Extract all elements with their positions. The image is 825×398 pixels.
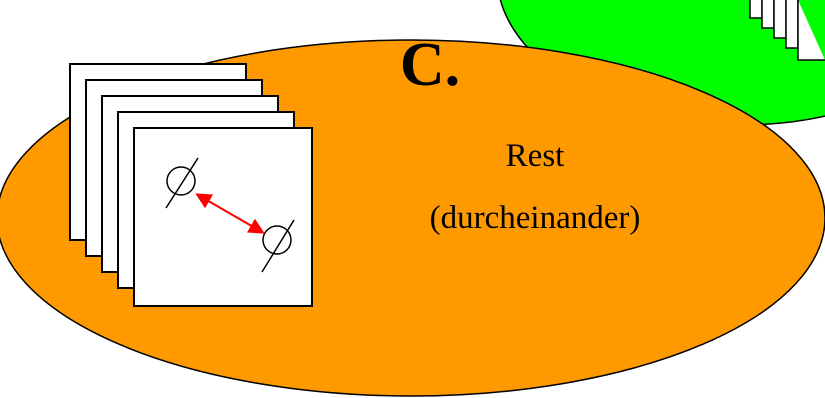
crossed-circle-icon [261,219,295,273]
section-letter: C. [400,31,460,99]
card-stack [69,63,313,307]
crossed-circle-icon [165,157,199,209]
double-headed-arrow-icon [195,193,265,234]
label-line-2: (durcheinander) [430,200,641,236]
green-region-card-stack [749,0,825,61]
label-line-1: Rest [506,138,565,174]
card-5 [133,127,313,307]
